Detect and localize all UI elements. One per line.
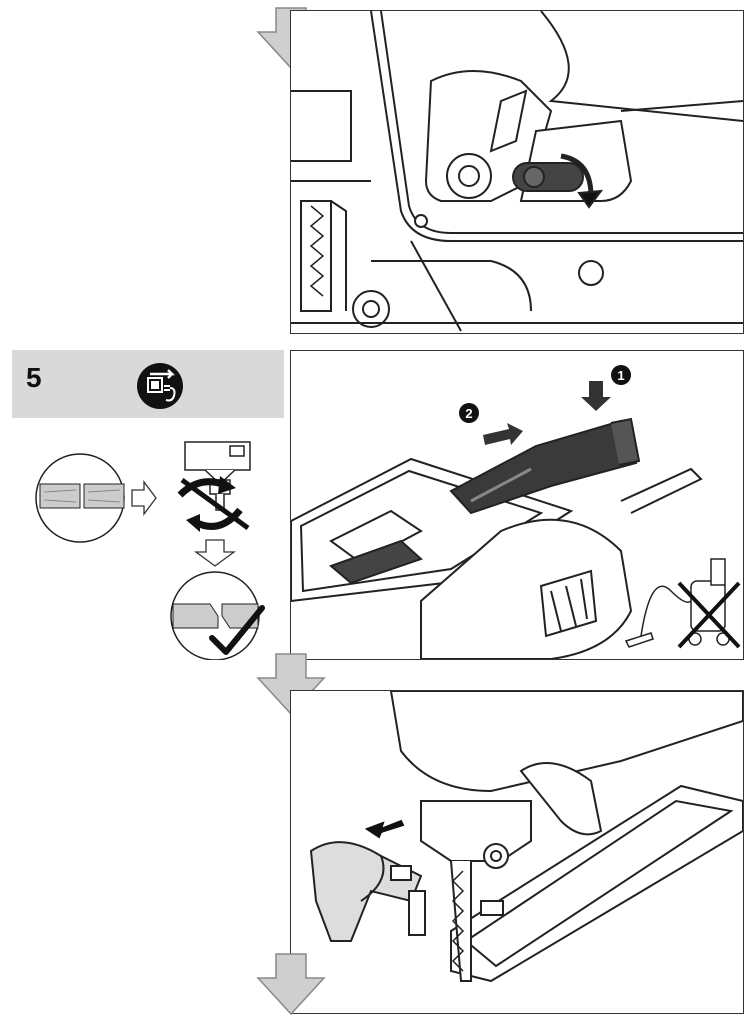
right-arrow-icon (131, 480, 157, 516)
callout-number-2: 2 (465, 406, 472, 421)
checkmark-icon (209, 605, 265, 655)
insert-direction-arrow-1: 1 (581, 365, 631, 411)
blade-rotate-illustration (177, 441, 251, 532)
crossed-vacuum-icon (624, 558, 741, 649)
illustration-panel-dust-extraction: 1 2 (290, 350, 744, 660)
removal-direction-arrow (364, 819, 405, 839)
down-arrow-icon (256, 953, 326, 1016)
illustration-panel-pendulum-setting (290, 10, 744, 334)
step-number: 5 (26, 362, 42, 393)
insert-direction-arrow-2: 2 (459, 403, 523, 445)
step-header: 5 (12, 350, 284, 418)
illustration-panel-guard-removal (290, 690, 744, 1014)
blade-change-illustration (35, 441, 265, 660)
joined-wood-circle (170, 571, 265, 660)
callout-number-1: 1 (617, 368, 624, 383)
wood-circle (35, 453, 125, 543)
unplug-power-icon (137, 363, 183, 409)
down-arrow-small-icon (194, 539, 236, 567)
jigsaw-side-illustration (291, 11, 743, 332)
